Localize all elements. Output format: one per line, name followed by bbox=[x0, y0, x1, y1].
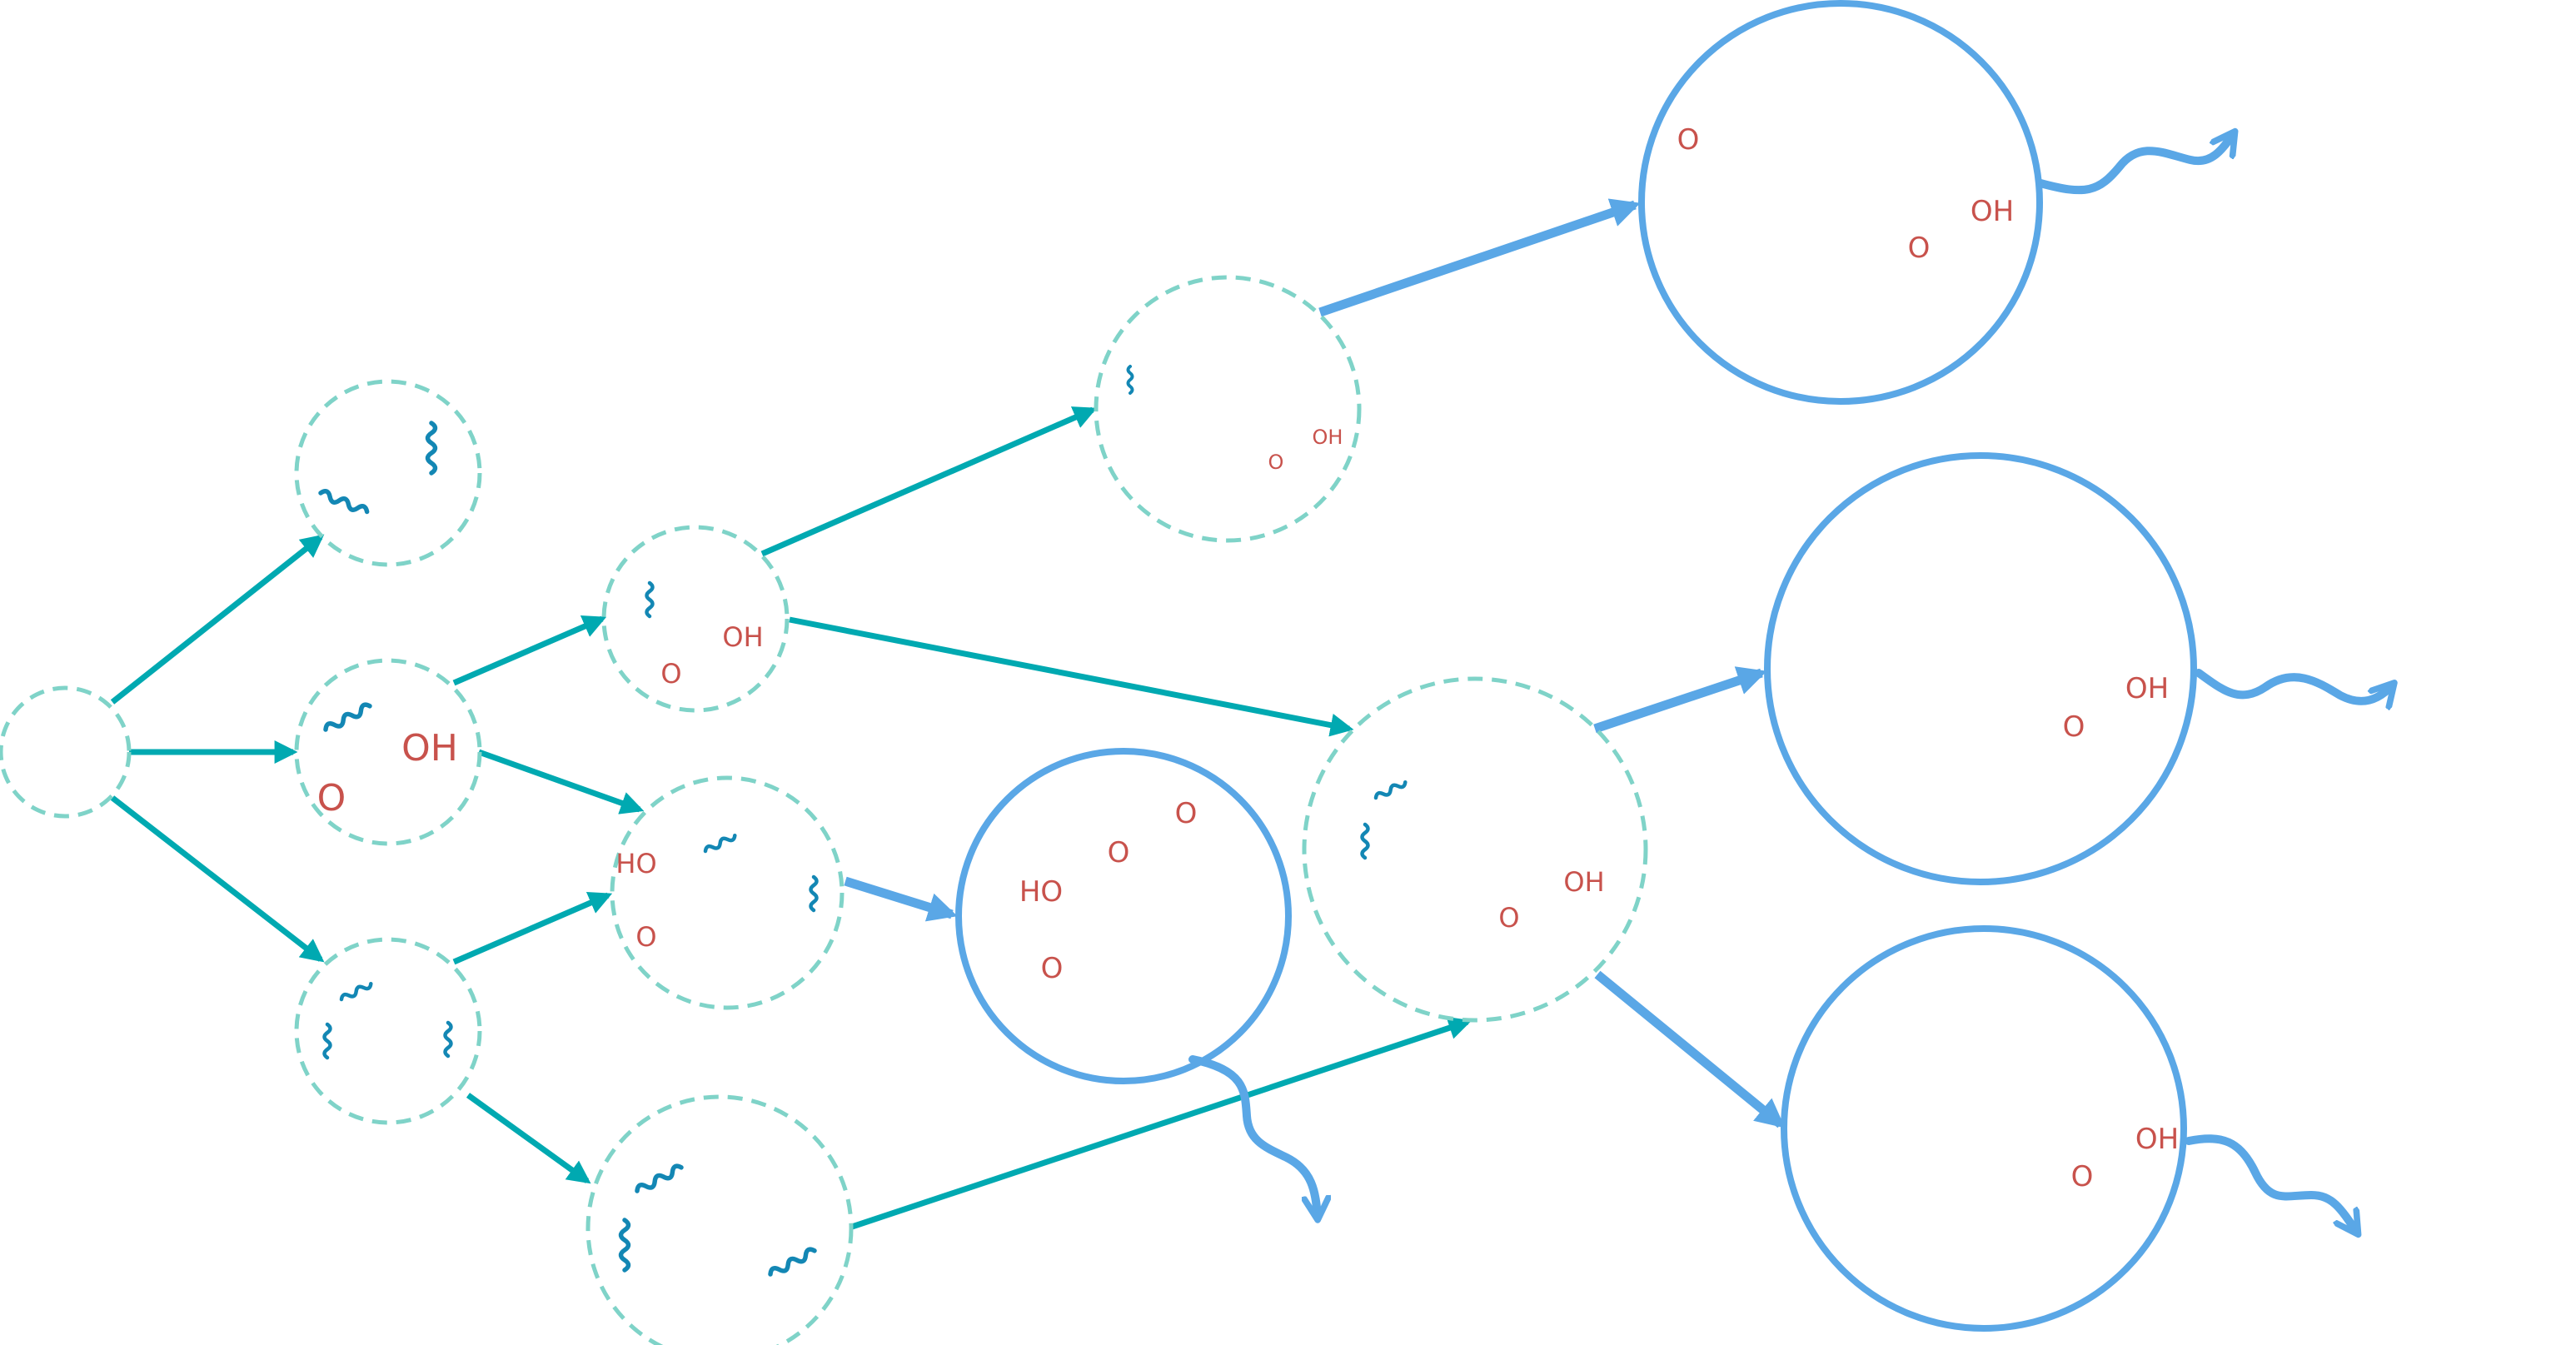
node-left-top bbox=[294, 379, 482, 567]
node-label: O bbox=[2071, 1160, 2094, 1193]
squiggle-icon bbox=[1374, 780, 1407, 800]
node-label: O bbox=[1498, 902, 1519, 934]
node-terminal-top: O OH O bbox=[1638, 0, 2043, 405]
node-label: O bbox=[2063, 710, 2085, 744]
node-label: O bbox=[1041, 952, 1064, 985]
wavy-arrow-terminal-center bbox=[1188, 1055, 1318, 1218]
squiggle-icon bbox=[1363, 824, 1368, 858]
node-terminal-right-mid: OH O bbox=[1764, 452, 2197, 885]
squiggle-icon bbox=[647, 583, 653, 616]
node-label: OH bbox=[1563, 866, 1604, 898]
node-left-bottom bbox=[294, 937, 482, 1125]
node-label: OH bbox=[1971, 195, 2014, 228]
node-label: OH bbox=[2135, 1123, 2179, 1156]
node-label: OH bbox=[722, 621, 763, 653]
solid-nodes: O O HO O O OH O OH O OH O bbox=[955, 0, 2197, 1332]
dashed-nodes: OH O OH O HO O bbox=[0, 275, 1648, 1345]
squiggle-icon bbox=[340, 981, 372, 1002]
teal-connectors bbox=[110, 406, 1472, 1230]
squiggle-icon bbox=[324, 703, 371, 733]
squiggle-icon bbox=[704, 833, 736, 854]
squiggle-icon bbox=[811, 877, 817, 910]
node-label: O bbox=[635, 921, 656, 953]
squiggle-icon bbox=[446, 1023, 451, 1056]
node-terminal-right-bottom: OH O bbox=[1781, 925, 2187, 1332]
node-start bbox=[0, 685, 132, 819]
node-mid-upper: OH O bbox=[601, 525, 790, 713]
node-label: O bbox=[1108, 836, 1130, 869]
arrow-left-bottom-to-mid-center bbox=[452, 892, 613, 965]
node-label: O bbox=[317, 777, 346, 819]
squiggle-icon bbox=[428, 423, 436, 473]
squiggle-icon bbox=[635, 1164, 683, 1194]
node-label: O bbox=[1677, 123, 1700, 157]
arrow-upper-branch-to-terminal-top bbox=[1318, 198, 1641, 317]
node-label: OH bbox=[1313, 426, 1343, 449]
wavy-arrow-terminal-right-mid bbox=[2195, 669, 2393, 701]
wavy-arrow-terminal-top bbox=[2036, 133, 2234, 195]
node-label: OH bbox=[2125, 672, 2169, 705]
node-mid-lower bbox=[585, 1094, 854, 1345]
arrow-center-branch-to-terminal-right-mid bbox=[1593, 666, 1767, 734]
arrow-mid-lower-to-center-branch bbox=[850, 1016, 1472, 1230]
wavy-arrow-terminal-right-bottom bbox=[2185, 1134, 2357, 1233]
arrow-mid-center-to-terminal-center bbox=[844, 876, 958, 922]
squiggle-icon bbox=[325, 1024, 331, 1058]
squiggle-icon bbox=[319, 490, 368, 516]
node-label: O bbox=[1175, 797, 1198, 830]
node-label: HO bbox=[1019, 875, 1063, 909]
arrow-left-mid-to-mid-upper bbox=[452, 615, 607, 686]
arrow-mid-upper-to-upper-branch bbox=[760, 406, 1098, 557]
squiggle-icon bbox=[1126, 365, 1134, 395]
arrow-left-bottom-to-mid-lower bbox=[466, 1093, 591, 1184]
arrow-start-to-left-top bbox=[110, 534, 325, 705]
squiggle-icon bbox=[769, 1248, 816, 1278]
node-label: OH bbox=[401, 727, 458, 770]
node-left-mid: OH O bbox=[294, 658, 482, 846]
arrow-center-branch-to-terminal-right-bottom bbox=[1594, 970, 1786, 1128]
node-mid-center: HO O bbox=[610, 775, 845, 1010]
squiggle-icon bbox=[621, 1220, 629, 1270]
node-label: O bbox=[1908, 232, 1931, 265]
blue-connectors bbox=[844, 198, 1786, 1128]
node-terminal-center: O O HO O bbox=[955, 748, 1292, 1084]
node-label: O bbox=[1268, 451, 1284, 474]
wavy-exit-arrows bbox=[1188, 133, 2393, 1233]
node-label: O bbox=[660, 658, 681, 690]
arrow-start-to-left-bottom bbox=[110, 795, 325, 963]
arrow-mid-upper-to-center-branch bbox=[789, 616, 1354, 737]
node-center-branch: OH O bbox=[1302, 676, 1648, 1023]
arrow-left-mid-to-mid-center bbox=[477, 749, 645, 814]
node-upper-branch: OH O bbox=[1094, 275, 1362, 543]
node-label: HO bbox=[615, 848, 656, 879]
